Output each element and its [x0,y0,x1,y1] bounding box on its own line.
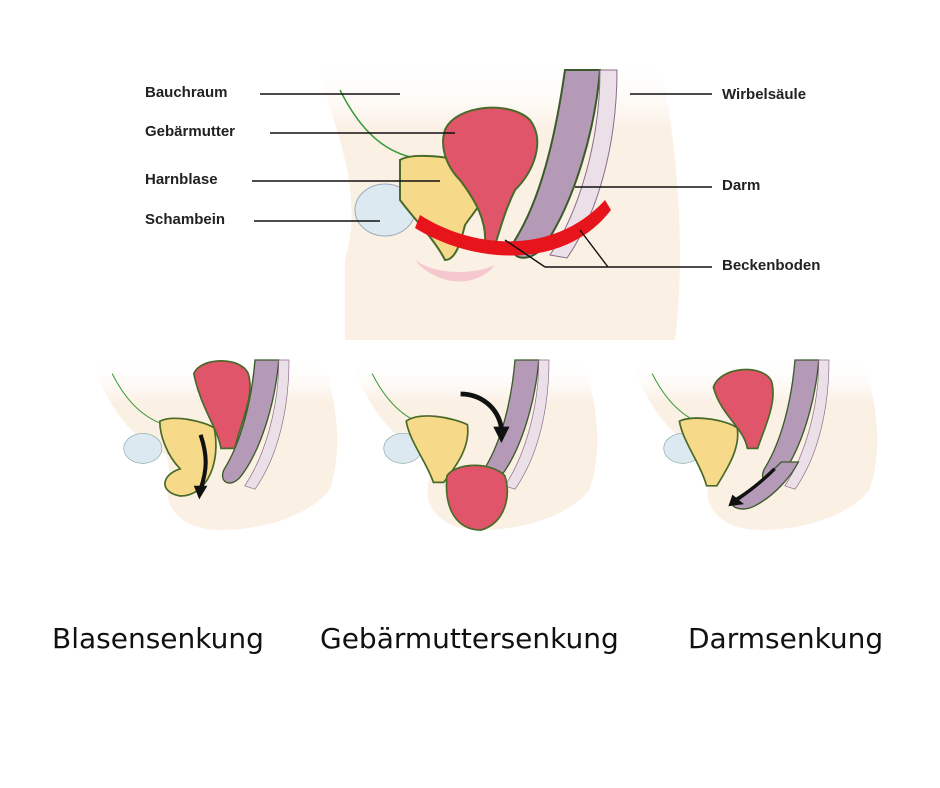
label-harnblase: Harnblase [145,171,218,188]
label-darm: Darm [722,177,761,194]
panel-gebaermuttersenkung [351,359,598,531]
panel-blasensenkung [91,359,338,531]
caption-gebaermuttersenkung: Gebärmuttersenkung [320,622,619,655]
label-gebaermutter: Gebärmutter [145,123,236,140]
caption-darmsenkung: Darmsenkung [688,622,884,655]
panel-darmsenkung [631,359,878,531]
label-beckenboden: Beckenboden [722,257,821,274]
label-schambein: Schambein [145,211,226,228]
label-wirbelsaeule: Wirbelsäule [722,86,807,103]
main-pelvis-diagram [315,60,680,340]
caption-blasensenkung: Blasensenkung [52,622,264,655]
leader-lines [252,93,712,268]
label-bauchraum: Bauchraum [145,84,228,101]
